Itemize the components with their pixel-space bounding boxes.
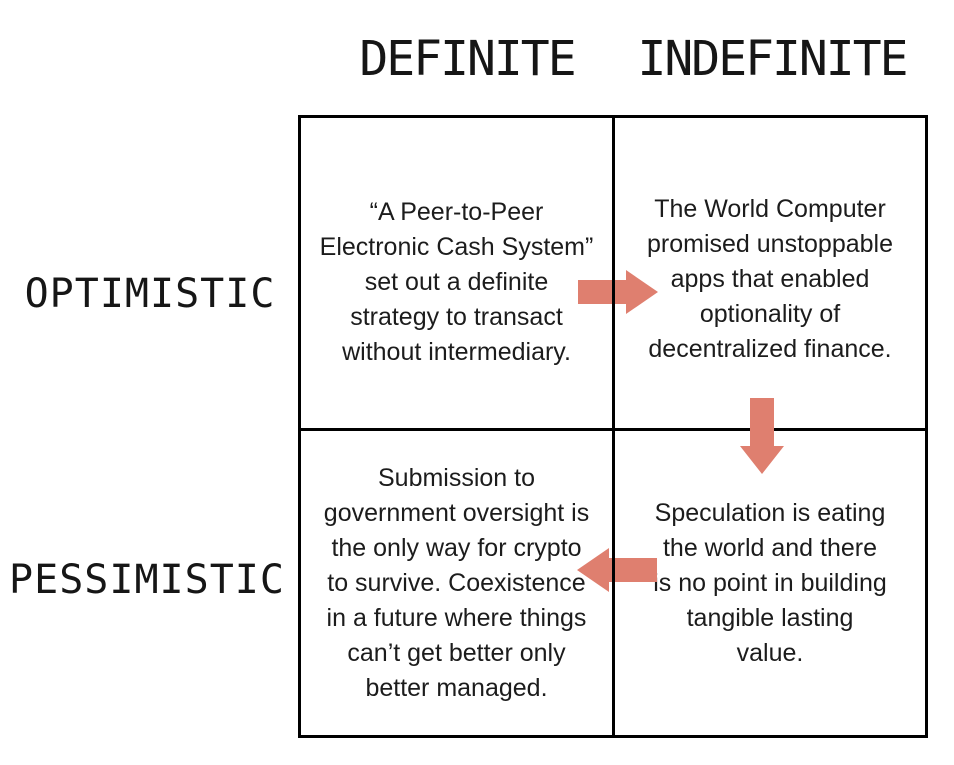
column-header-definite: DEFINITE xyxy=(359,31,576,87)
quadrant-pessimistic-definite-text: Submission to government oversight is th… xyxy=(323,463,590,702)
quadrant-optimistic-definite-text: “A Peer-to-Peer Electronic Cash System” … xyxy=(319,197,594,366)
row-header-pessimistic: PESSIMISTIC xyxy=(9,557,285,603)
quadrant-pessimistic-indefinite: Speculation is eating the world and ther… xyxy=(615,431,925,735)
arrow-right-icon xyxy=(578,270,658,314)
column-header-indefinite: INDEFINITE xyxy=(637,31,909,87)
quadrant-optimistic-indefinite: The World Computer promised unstoppable … xyxy=(615,118,925,428)
arrow-down-shape xyxy=(740,398,784,474)
arrow-down-icon xyxy=(740,398,784,474)
quadrant-optimistic-indefinite-text: The World Computer promised unstoppable … xyxy=(647,194,893,363)
row-header-optimistic: OPTIMISTIC xyxy=(24,271,276,317)
quadrant-optimistic-definite: “A Peer-to-Peer Electronic Cash System” … xyxy=(301,118,612,428)
arrow-left-shape xyxy=(577,548,657,592)
quadrant-pessimistic-definite: Submission to government oversight is th… xyxy=(301,431,612,735)
quadrant-pessimistic-indefinite-text: Speculation is eating the world and ther… xyxy=(653,498,887,667)
arrow-left-icon xyxy=(577,548,657,592)
grid-horizontal-divider xyxy=(301,428,925,431)
grid-vertical-divider xyxy=(612,118,615,735)
matrix-grid: “A Peer-to-Peer Electronic Cash System” … xyxy=(298,115,928,738)
arrow-right-shape xyxy=(578,270,658,314)
